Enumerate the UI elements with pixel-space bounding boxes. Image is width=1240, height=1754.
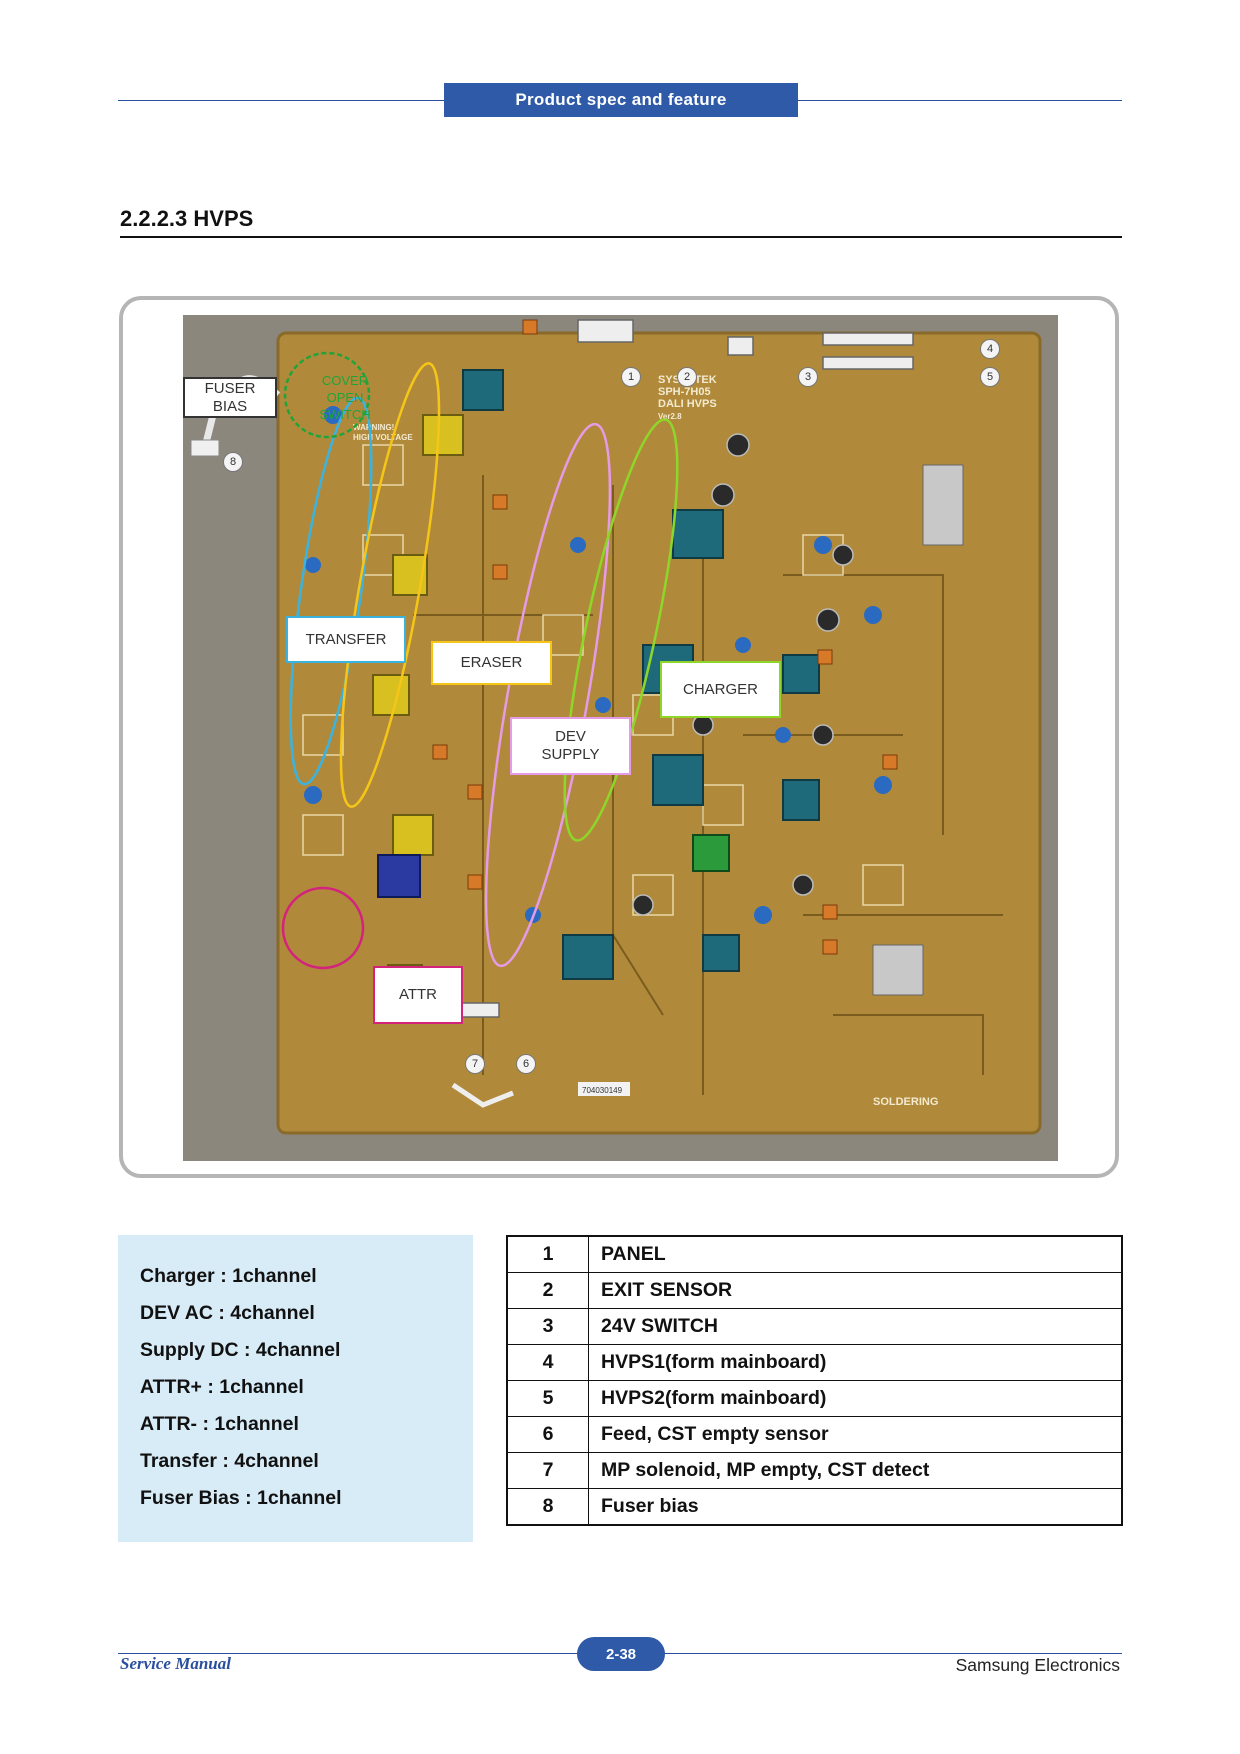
board-rev: Ver2.8: [658, 412, 682, 421]
pcb-edge: [276, 331, 1042, 1135]
row-description: PANEL: [588, 1235, 1123, 1273]
page-number: 2-38: [577, 1637, 665, 1671]
connector-number: 3: [798, 367, 818, 387]
transfer-label: TRANSFER: [286, 616, 406, 663]
transfer-ellipse: [289, 396, 373, 786]
trimmer-pots: [432, 319, 898, 955]
board-warning: WARNING!HIGH VOLTAGE: [353, 423, 413, 442]
cover-open-label-line: COVER: [322, 373, 368, 388]
cover-open-label-line: SWITCH: [319, 407, 370, 422]
row-description: 24V SWITCH: [588, 1308, 1123, 1345]
footer-rule-right: [664, 1653, 1122, 1654]
charger-ellipse: [563, 418, 679, 842]
board-model: SPH-7H05: [658, 386, 711, 398]
connector-number: 4: [980, 339, 1000, 359]
attr-circle: [281, 886, 365, 970]
spec-item: Transfer : 4channel: [140, 1450, 319, 1472]
teal-transformers: [462, 369, 820, 980]
serial-sticker: [578, 1082, 630, 1096]
cover-open-label: COVER OPEN SWITCH: [319, 373, 370, 422]
header-rule-right: [798, 100, 1122, 101]
row-number: 6: [506, 1416, 589, 1453]
row-number: 5: [506, 1380, 589, 1417]
row-number: 2: [506, 1272, 589, 1309]
spec-item: Supply DC : 4channel: [140, 1339, 341, 1361]
spec-item: ATTR- : 1channel: [140, 1413, 299, 1435]
pcb: [278, 333, 1040, 1133]
eraser-ellipse: [339, 362, 441, 808]
row-description: HVPS2(form mainboard): [588, 1380, 1123, 1417]
connector-number: 2: [677, 367, 697, 387]
hvps-board-photo: SYS-HITEK SPH-7H05 DALI HVPS Ver2.8 WARN…: [183, 315, 1058, 1161]
dev-supply-label: DEV SUPPLY: [510, 717, 631, 775]
connector-number: 5: [980, 367, 1000, 387]
row-description: MP solenoid, MP empty, CST detect: [588, 1452, 1123, 1489]
cable-plug: [190, 439, 220, 457]
channel-spec-panel: Charger : 1channel DEV AC : 4channel Sup…: [118, 1235, 473, 1542]
charger-label: CHARGER: [660, 661, 781, 718]
yellow-transformers: [372, 414, 464, 1002]
header-tab: Product spec and feature: [444, 83, 798, 117]
spec-item: Fuser Bias : 1channel: [140, 1487, 342, 1509]
row-number: 8: [506, 1488, 589, 1526]
row-number: 1: [506, 1235, 589, 1273]
footer-manual-title: Service Manual: [120, 1654, 231, 1673]
row-description: Fuser bias: [588, 1488, 1123, 1526]
connector-number: 1: [621, 367, 641, 387]
cover-open-circle: [283, 351, 371, 439]
footer-company: Samsung Electronics: [955, 1655, 1120, 1675]
heatsinks: [872, 464, 964, 996]
dev-supply-ellipse: [484, 422, 612, 968]
spec-item: ATTR+ : 1channel: [140, 1376, 304, 1398]
row-number: 4: [506, 1344, 589, 1381]
connector-number: 7: [465, 1054, 485, 1074]
fuser-bias-label: FUSER BIAS: [183, 377, 277, 418]
eraser-label: ERASER: [431, 641, 552, 685]
row-number: 3: [506, 1308, 589, 1345]
row-description: HVPS1(form mainboard): [588, 1344, 1123, 1381]
board-name: DALI HVPS: [658, 398, 717, 410]
section-title: 2.2.2.3 HVPS: [120, 206, 254, 231]
row-description: EXIT SENSOR: [588, 1272, 1123, 1309]
board-silkscreen: SYS-HITEK SPH-7H05 DALI HVPS Ver2.8 WARN…: [353, 374, 938, 1108]
spec-item: DEV AC : 4channel: [140, 1302, 315, 1324]
board-soldering: SOLDERING: [873, 1096, 938, 1108]
spec-item: Charger : 1channel: [140, 1265, 317, 1287]
connector-number: 6: [516, 1054, 536, 1074]
green-transformer: [692, 834, 730, 872]
section-rule: [120, 236, 1122, 238]
row-number: 7: [506, 1452, 589, 1489]
connector-number: 8: [223, 452, 243, 472]
attr-label: ATTR: [373, 966, 463, 1024]
bottom-cable: [451, 1082, 514, 1108]
row-description: Feed, CST empty sensor: [588, 1416, 1123, 1453]
header-rule-left: [118, 100, 444, 101]
cover-open-label-line: OPEN: [327, 390, 364, 405]
board-serial: 704030149: [582, 1086, 623, 1095]
footer-rule-left: [118, 1653, 578, 1654]
electrolytic-capacitors: [632, 433, 854, 916]
blue-transformer: [377, 854, 421, 898]
